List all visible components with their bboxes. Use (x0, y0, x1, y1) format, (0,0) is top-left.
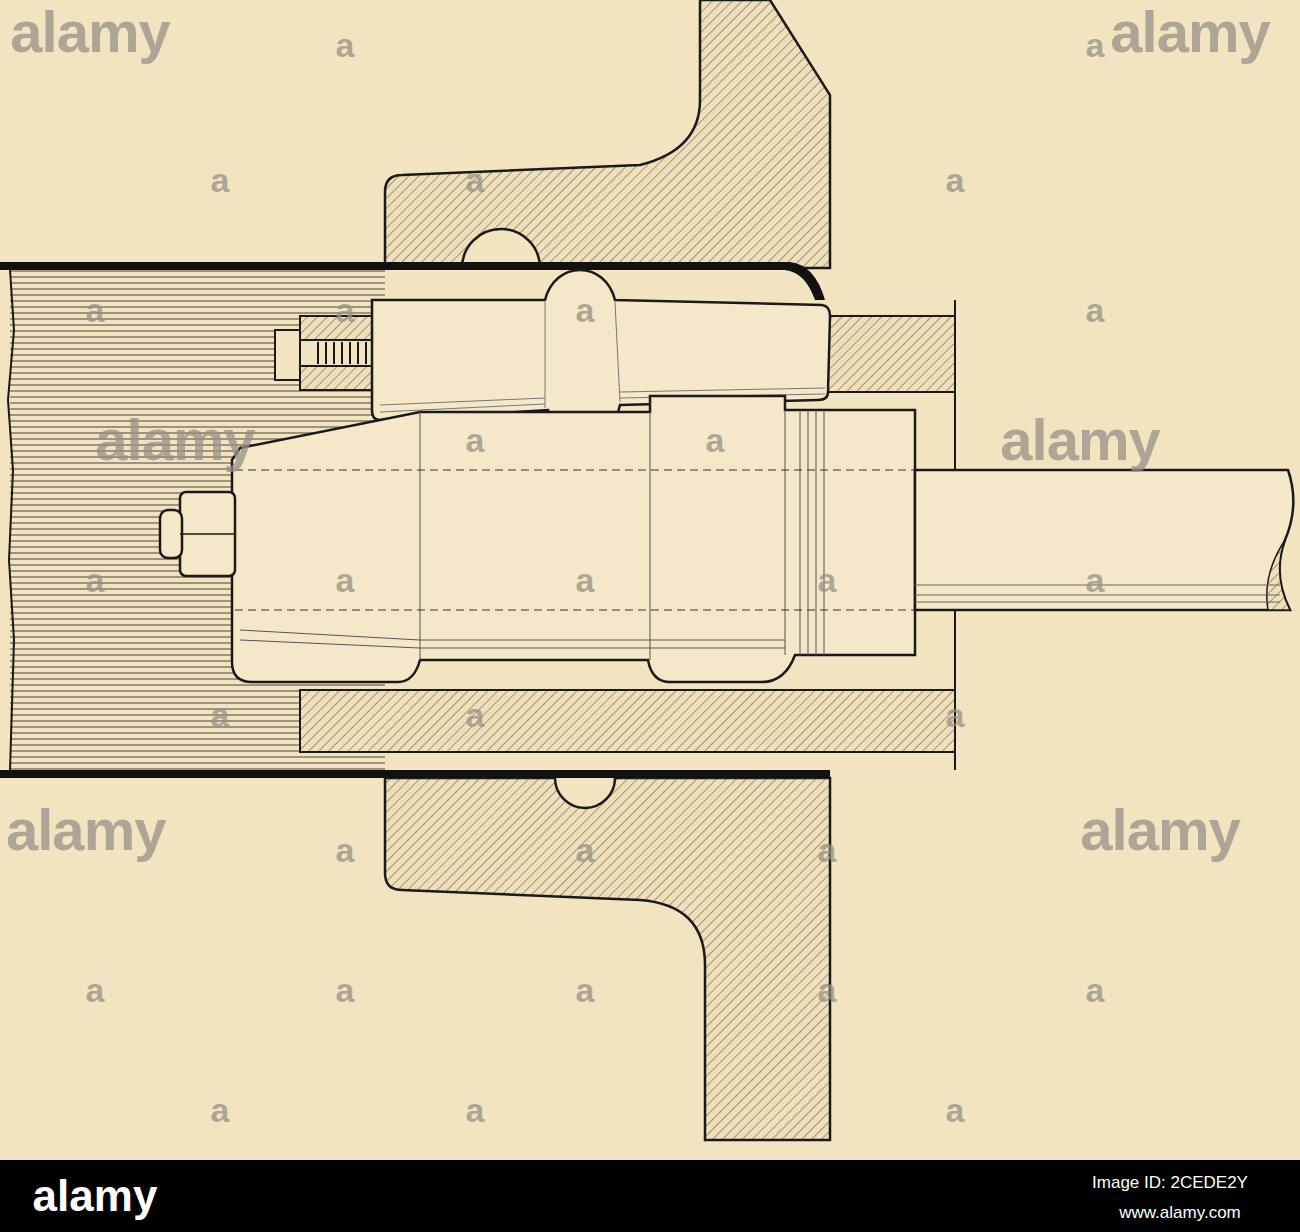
watermark: a (818, 973, 837, 1007)
watermark: a (336, 833, 355, 867)
housing-casting (385, 778, 830, 1140)
watermark: alamy (1080, 801, 1239, 859)
shaft-shading (240, 410, 824, 660)
screw-head (275, 330, 300, 380)
watermark: a (336, 563, 355, 597)
housing-casting (385, 0, 830, 268)
rod-break (1267, 540, 1290, 610)
watermark: a (86, 973, 105, 1007)
watermark: a (86, 563, 105, 597)
watermark: a (1086, 973, 1105, 1007)
watermark: a (466, 423, 485, 457)
break-line (8, 270, 14, 770)
watermark: a (946, 163, 965, 197)
thread (300, 340, 372, 366)
watermark: alamy (33, 1174, 158, 1218)
watermark: a (466, 163, 485, 197)
watermark: a (211, 163, 230, 197)
watermark: a (1086, 563, 1105, 597)
rod (915, 470, 1293, 610)
watermark: a (818, 833, 837, 867)
nut-edge (180, 533, 235, 535)
plate (300, 690, 955, 752)
watermark: alamy (6, 801, 165, 859)
plate (825, 316, 955, 392)
watermark: a (576, 563, 595, 597)
watermark: a (336, 973, 355, 1007)
watermark: a (466, 698, 485, 732)
watermark: a (576, 293, 595, 327)
watermark: a (86, 293, 105, 327)
watermark: a (1086, 293, 1105, 327)
watermark: a (211, 1093, 230, 1127)
watermark: a (466, 1093, 485, 1127)
watermark: a (211, 698, 230, 732)
watermark-band (0, 1160, 1300, 1232)
watermark: a (336, 293, 355, 327)
watermark: alamy (95, 411, 254, 469)
bore-line (0, 770, 830, 778)
watermark: a (576, 973, 595, 1007)
watermark: a (946, 1093, 965, 1127)
watermark: a (946, 698, 965, 732)
nut (180, 492, 235, 576)
watermark: a (818, 563, 837, 597)
image-id-text: Image ID: 2CEDE2Y (1092, 1174, 1248, 1191)
crank-pin (232, 396, 915, 682)
watermark: alamy (1000, 411, 1159, 469)
watermark: alamy (10, 3, 169, 61)
watermark: alamy (1110, 3, 1269, 61)
image-id-text: www.alamy.com (1119, 1204, 1241, 1221)
watermark: a (706, 423, 725, 457)
center-bore (235, 470, 915, 610)
bore-line (0, 262, 825, 300)
retainer-block (300, 316, 372, 390)
watermark: a (336, 28, 355, 62)
watermark: a (1086, 28, 1105, 62)
watermark: a (576, 833, 595, 867)
pin-end (160, 510, 182, 558)
